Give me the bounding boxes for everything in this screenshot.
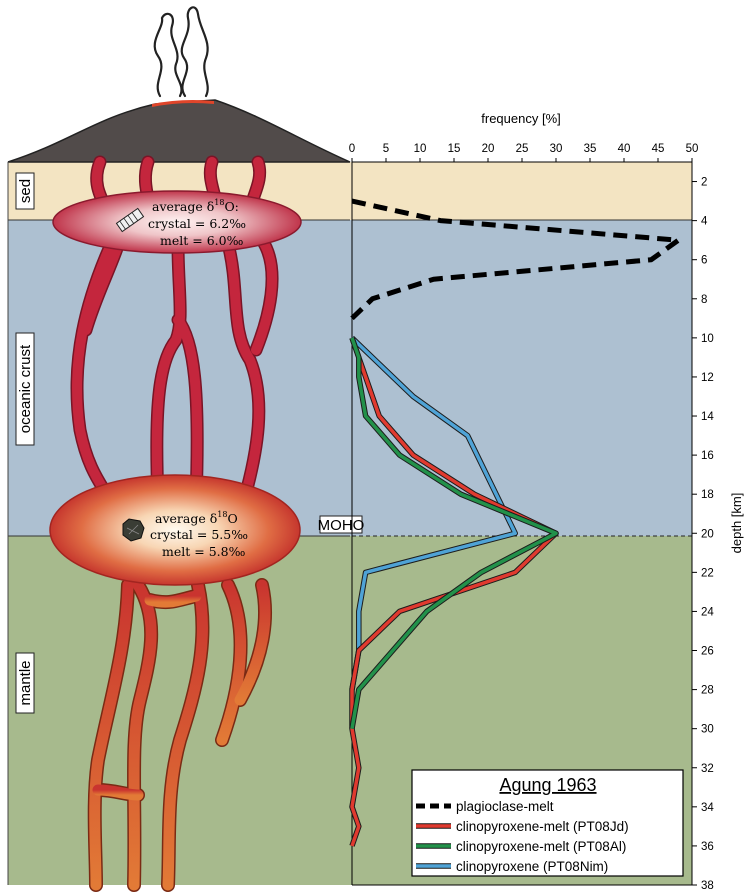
x-tick-label: 15: [448, 143, 461, 155]
series-line-clinopyroxene-melt-pt08al: [350, 337, 558, 729]
smoke-plume: [153, 6, 209, 98]
y-tick-label: 30: [701, 724, 714, 736]
lower-conduits-fill: [89, 579, 271, 891]
x-tick-label: 20: [482, 143, 495, 155]
legend: Agung 1963 plagioclase-melt clinopyroxene…: [411, 769, 684, 877]
y-tick-label: 10: [701, 333, 714, 345]
crater-glow: [152, 100, 214, 107]
volcano: [7, 6, 351, 163]
y-tick-label: 12: [701, 372, 714, 384]
upper-chamber-melt: melt = 6.0‰: [160, 233, 244, 248]
x-tick-label: 5: [383, 143, 389, 155]
x-tick-label: 10: [414, 143, 427, 155]
y-tick-label: 26: [701, 646, 714, 658]
y-tick-label: 18: [701, 489, 714, 501]
series-line-plagioclase-melt: [350, 198, 681, 321]
svg-text:sed: sed: [17, 179, 34, 203]
y-tick-label: 28: [701, 685, 714, 697]
lower-magma-chamber: average δ18O crystal = 5.5‰ melt = 5.8‰: [49, 474, 301, 586]
y-tick-label: 38: [701, 880, 714, 892]
x-tick-label: 50: [686, 143, 699, 155]
legend-entry-label: plagioclase-melt: [456, 799, 554, 814]
plagioclase-crystal-icon: [115, 207, 145, 233]
upper-chamber-ellipse: [52, 190, 302, 254]
x-tick-label: 35: [584, 143, 597, 155]
sed-label: sed: [15, 172, 35, 210]
legend-entry-label: clinopyroxene-melt (PT08Jd): [456, 819, 629, 834]
legend-items: plagioclase-melt clinopyroxene-melt (PT08…: [416, 799, 629, 874]
chart-series: [349, 198, 681, 847]
moho-label: MOHO: [318, 515, 365, 534]
upper-conduits-fill: [71, 157, 278, 505]
y-tick-label: 34: [701, 802, 714, 814]
y-axis-label: depth [km]: [729, 493, 744, 554]
x-tick-label: 30: [550, 143, 563, 155]
y-tick-label: 20: [701, 528, 714, 540]
series-line-clinopyroxene-pt08nim: [350, 336, 517, 690]
y-tick-label: 32: [701, 763, 714, 775]
x-tick-label: 25: [516, 143, 529, 155]
y-tick-label: 6: [701, 255, 707, 267]
clinopyroxene-crystal-icon: [122, 518, 145, 542]
y-tick-label: 8: [701, 294, 707, 306]
lower-chamber-crystal: crystal = 5.5‰: [150, 527, 248, 542]
oceanic-crust-label: oceanic crust: [15, 332, 35, 446]
volcano-body: [7, 99, 351, 163]
x-tick-label: 40: [618, 143, 631, 155]
x-axis-label: frequency [%]: [481, 111, 561, 126]
upper-chamber-title: average δ18O:: [152, 198, 239, 214]
y-tick-label: 36: [701, 841, 714, 853]
svg-text:MOHO: MOHO: [318, 517, 365, 534]
legend-entry-label: clinopyroxene-melt (PT08Al): [456, 839, 626, 854]
legend-entry-label: clinopyroxene (PT08Nim): [456, 859, 608, 874]
lower-chamber-ellipse: [49, 474, 301, 586]
x-tick-label: 0: [349, 143, 355, 155]
mantle-label: mantle: [15, 652, 35, 714]
lower-chamber-melt: melt = 5.8‰: [162, 544, 246, 559]
svg-text:oceanic crust: oceanic crust: [17, 344, 34, 433]
y-tick-label: 2: [701, 177, 707, 189]
upper-magma-chamber: average δ18O: crystal = 6.2‰ melt = 6.0‰: [52, 190, 302, 254]
legend-box: [411, 769, 684, 877]
y-tick-label: 24: [701, 606, 714, 618]
upper-chamber-crystal: crystal = 6.2‰: [148, 216, 246, 231]
x-axis-ticks: 0 5 10 15 20 25 30 35 40 45 50: [349, 143, 699, 162]
lower-chamber-title: average δ18O: [155, 510, 238, 526]
y-tick-label: 4: [701, 216, 708, 228]
legend-title: Agung 1963: [499, 775, 596, 795]
y-tick-label: 14: [701, 411, 714, 423]
y-tick-label: 16: [701, 450, 714, 462]
x-tick-label: 45: [652, 143, 665, 155]
svg-text:mantle: mantle: [17, 660, 34, 705]
y-tick-label: 22: [701, 567, 714, 579]
